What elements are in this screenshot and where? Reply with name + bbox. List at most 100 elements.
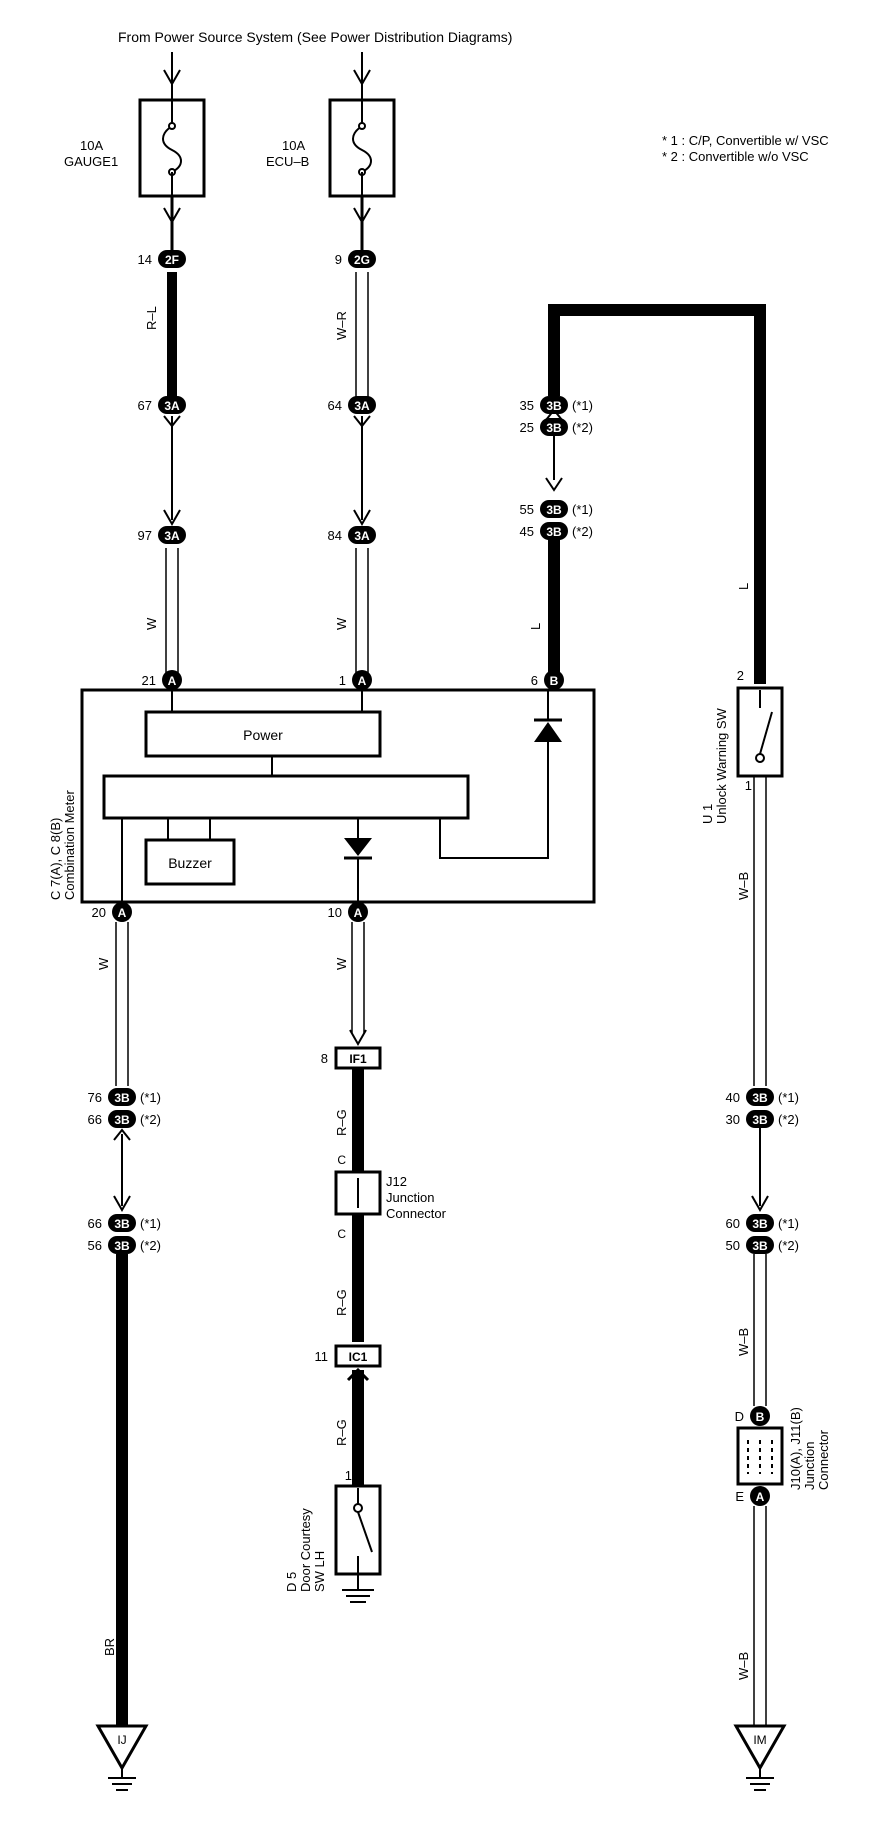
svg-text:B: B [550, 674, 559, 688]
svg-text:C: C [337, 1227, 346, 1241]
door-sw-label-1: D 5 [284, 1572, 299, 1592]
ground-ij: IJ [95, 1724, 149, 1791]
j12-label-2: Junction [386, 1190, 434, 1205]
connector-3b-76: 3B 76 (*1) [88, 1088, 161, 1106]
connector-3b-60: 3B 60 (*1) [726, 1214, 799, 1232]
wire-label-w-b-1: W–B [736, 872, 751, 900]
svg-text:(*1): (*1) [140, 1090, 161, 1105]
svg-text:3A: 3A [354, 399, 370, 413]
svg-text:IM: IM [753, 1733, 766, 1747]
connector-3b-45: 3B 45 (*2) [520, 522, 593, 540]
svg-text:A: A [168, 674, 177, 688]
svg-text:A: A [756, 1490, 765, 1504]
svg-text:55: 55 [520, 502, 534, 517]
svg-text:64: 64 [328, 398, 342, 413]
wire-label-l-1: L [528, 623, 543, 630]
svg-text:1: 1 [745, 778, 752, 793]
svg-text:(*2): (*2) [778, 1112, 799, 1127]
fuse-ecu-b-name: ECU–B [266, 154, 309, 169]
svg-text:2G: 2G [354, 253, 370, 267]
svg-text:9: 9 [335, 252, 342, 267]
wire-label-w-4: W [334, 957, 349, 970]
note-1: * 1 : C/P, Convertible w/ VSC [662, 133, 829, 148]
svg-text:(*1): (*1) [572, 502, 593, 517]
svg-text:97: 97 [138, 528, 152, 543]
fuse-gauge1: 10A GAUGE1 [64, 52, 206, 198]
wire-label-r-g-2: R–G [334, 1289, 349, 1316]
svg-text:C: C [337, 1153, 346, 1167]
door-sw-label-2: Door Courtesy [298, 1508, 313, 1592]
j12-label-3: Connector [386, 1206, 447, 1221]
svg-text:A: A [118, 906, 127, 920]
wire-label-l-2: L [736, 583, 751, 590]
junction-connector-j10-j11: B D A E J10(A), J11(B) Junction Connecto… [735, 1406, 831, 1506]
svg-text:D: D [735, 1409, 744, 1424]
connector-3b-55: 3B 55 (*1) [520, 500, 593, 518]
connector-3a-67: 3A 67 [138, 396, 186, 414]
buzzer-label: Buzzer [168, 855, 212, 871]
svg-text:3B: 3B [114, 1217, 130, 1231]
unlock-sw-label-2: Unlock Warning SW [714, 707, 729, 824]
svg-text:3B: 3B [752, 1217, 768, 1231]
svg-text:(*1): (*1) [140, 1216, 161, 1231]
connector-2f: 2F 14 [138, 250, 186, 268]
unlock-warning-switch: 2 1 U 1 Unlock Warning SW [700, 668, 784, 824]
svg-text:56: 56 [88, 1238, 102, 1253]
source-text: From Power Source System (See Power Dist… [118, 29, 512, 45]
svg-text:3B: 3B [752, 1091, 768, 1105]
svg-text:50: 50 [726, 1238, 740, 1253]
svg-text:11: 11 [315, 1349, 329, 1364]
svg-text:40: 40 [726, 1090, 740, 1105]
fuse-ecu-b-rating: 10A [282, 138, 305, 153]
svg-text:A: A [354, 906, 363, 920]
door-sw-label-3: SW LH [312, 1551, 327, 1592]
svg-text:(*2): (*2) [572, 524, 593, 539]
wire-label-r-g-3: R–G [334, 1419, 349, 1446]
connector-3a-97: 3A 97 [138, 526, 186, 544]
connector-3a-64: 3A 64 [328, 396, 376, 414]
svg-text:(*1): (*1) [778, 1090, 799, 1105]
svg-text:IC1: IC1 [349, 1350, 368, 1364]
j10-label-1: J10(A), J11(B) [788, 1407, 803, 1490]
meter-label-1: C 7(A), C 8(B) [48, 818, 63, 900]
wire-label-w-2: W [334, 617, 349, 630]
svg-text:2: 2 [737, 668, 744, 683]
connector-if1: IF1 8 [321, 1046, 382, 1070]
svg-text:84: 84 [328, 528, 342, 543]
wire-label-w-3: W [96, 957, 111, 970]
meter-pin-20: 20 [92, 905, 106, 920]
svg-text:3A: 3A [164, 529, 180, 543]
fuse-gauge1-rating: 10A [80, 138, 103, 153]
svg-text:(*2): (*2) [778, 1238, 799, 1253]
svg-text:3B: 3B [546, 399, 562, 413]
power-label: Power [243, 727, 283, 743]
svg-text:60: 60 [726, 1216, 740, 1231]
connector-3b-50: 3B 50 (*2) [726, 1236, 799, 1254]
connector-3b-56: 3B 56 (*2) [88, 1236, 161, 1254]
connector-3b-25: 3B 25 (*2) [520, 418, 593, 436]
svg-text:A: A [358, 674, 367, 688]
svg-text:3B: 3B [114, 1239, 130, 1253]
svg-text:25: 25 [520, 420, 534, 435]
buzzer-block [144, 838, 236, 886]
ground-im: IM [733, 1724, 787, 1791]
connector-3b-35: 3B 35 (*1) [520, 396, 593, 414]
connector-3a-84: 3A 84 [328, 526, 376, 544]
svg-text:45: 45 [520, 524, 534, 539]
svg-text:3B: 3B [752, 1113, 768, 1127]
note-2: * 2 : Convertible w/o VSC [662, 149, 809, 164]
door-courtesy-switch: 1 D 5 Door Courtesy SW LH [284, 1468, 382, 1603]
svg-text:3B: 3B [114, 1113, 130, 1127]
connector-3b-66-lower: 3B 66 (*1) [88, 1214, 161, 1232]
svg-text:3B: 3B [114, 1091, 130, 1105]
svg-text:3B: 3B [546, 421, 562, 435]
logic-block [102, 774, 470, 820]
svg-text:3A: 3A [354, 529, 370, 543]
svg-text:3B: 3B [752, 1239, 768, 1253]
wire-label-w-b-3: W–B [736, 1652, 751, 1680]
unlock-sw-label-1: U 1 [700, 804, 715, 824]
junction-connector-j12: C C J12 Junction Connector [334, 1153, 447, 1241]
j12-label-1: J12 [386, 1174, 407, 1189]
connector-3b-30: 3B 30 (*2) [726, 1110, 799, 1128]
meter-pin-1: 1 [339, 673, 346, 688]
